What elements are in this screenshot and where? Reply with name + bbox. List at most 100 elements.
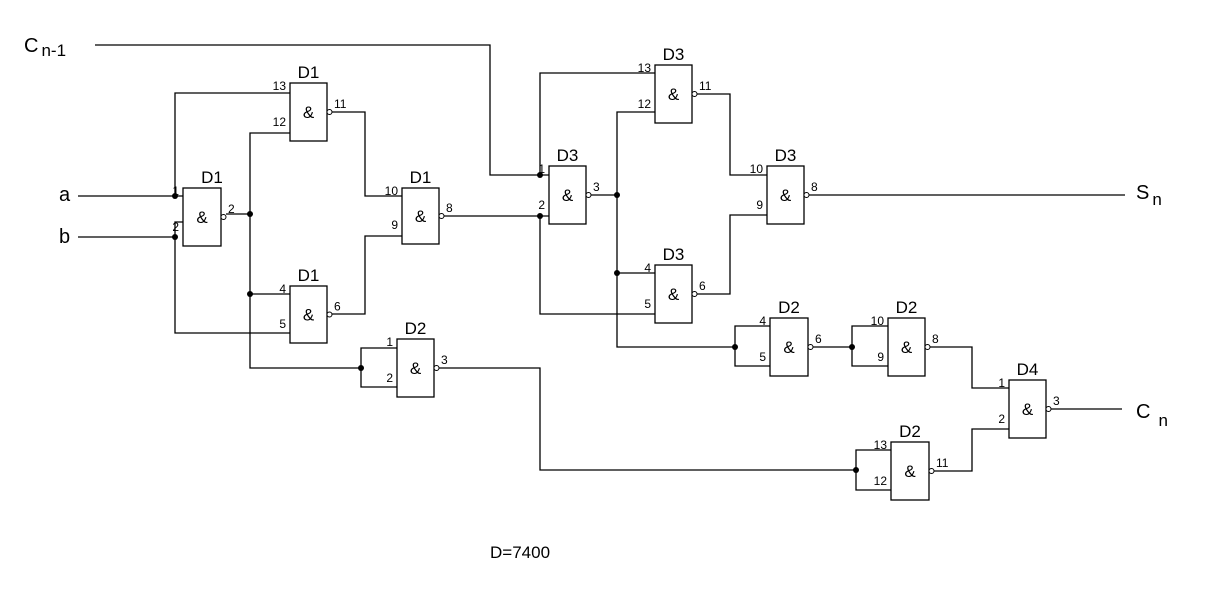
- gate-package-label: D3: [775, 146, 797, 165]
- gate-body: [401, 187, 440, 245]
- output-pin-label: 3: [1053, 394, 1060, 408]
- output-pin-label: 8: [932, 332, 939, 346]
- wire: [734, 347, 770, 367]
- input-pin-label: 10: [871, 314, 885, 328]
- wire: [249, 132, 290, 214]
- input-pin-label: 12: [638, 97, 652, 111]
- signal-b-label: b: [59, 226, 70, 248]
- gate-body: [769, 317, 809, 377]
- input-pin-label: 9: [877, 350, 884, 364]
- junction-dot: [247, 291, 253, 297]
- wire: [734, 325, 770, 347]
- gate-package-label: D1: [410, 168, 432, 187]
- gate-package-label: D3: [663, 45, 685, 64]
- input-pin-label: 5: [759, 350, 766, 364]
- gate-package-label: D4: [1017, 360, 1039, 379]
- gate-body: [289, 285, 328, 344]
- gate-package-label: D1: [298, 266, 320, 285]
- junction-dot: [358, 365, 364, 371]
- input-pin-label: 2: [538, 198, 545, 212]
- gate-package-label: D2: [778, 298, 800, 317]
- output-pin-label: 11: [699, 79, 712, 93]
- input-pin-label: 12: [874, 474, 888, 488]
- wire: [616, 273, 735, 348]
- inversion-bubble-icon: [928, 468, 935, 474]
- output-pin-label: 2: [228, 202, 235, 216]
- wire: [851, 347, 888, 367]
- wire: [539, 216, 655, 315]
- wire: [697, 93, 767, 176]
- input-pin-label: 2: [172, 220, 179, 234]
- gate-symbol: &: [1022, 400, 1034, 419]
- junction-dot: [537, 213, 543, 219]
- gate-symbol: &: [410, 359, 422, 378]
- junction-dot: [172, 193, 178, 199]
- wire: [95, 44, 549, 176]
- output-pin-label: 6: [815, 332, 822, 346]
- gate-symbol: &: [780, 186, 792, 205]
- gate-symbol: &: [668, 285, 680, 304]
- wire: [360, 347, 397, 368]
- gate-symbol: &: [562, 186, 574, 205]
- package-note: D=7400: [490, 543, 550, 562]
- wire: [174, 237, 290, 334]
- gate-body: [548, 165, 587, 225]
- inversion-bubble-icon: [433, 365, 440, 371]
- wire: [851, 325, 888, 347]
- input-pin-label: 2: [998, 412, 1005, 426]
- output-pin-label: 3: [441, 353, 448, 367]
- input-pin-label: 9: [756, 198, 763, 212]
- output-pin-label: 3: [593, 180, 600, 194]
- junctions: [172, 172, 859, 473]
- wire: [332, 235, 402, 315]
- input-pin-label: 5: [279, 317, 286, 331]
- input-pin-label: 13: [874, 438, 888, 452]
- input-pin-label: 5: [644, 297, 651, 311]
- junction-dot: [247, 211, 253, 217]
- inversion-bubble-icon: [691, 291, 698, 297]
- gate-package-label: D1: [298, 63, 320, 82]
- wire: [332, 111, 402, 197]
- input-pin-label: 4: [279, 282, 286, 296]
- junction-dot: [849, 344, 855, 350]
- inversion-bubble-icon: [585, 192, 592, 198]
- input-pin-label: 1: [386, 335, 393, 349]
- wires: [78, 44, 1125, 491]
- output-pin-label: 8: [811, 180, 818, 194]
- output-pin-label: 6: [699, 279, 706, 293]
- junction-dot: [614, 192, 620, 198]
- wire: [174, 92, 290, 196]
- input-pin-label: 1: [538, 162, 545, 176]
- junction-dot: [853, 467, 859, 473]
- gate-symbol: &: [668, 85, 680, 104]
- input-pin-label: 9: [391, 218, 398, 232]
- gate-package-label: D2: [405, 319, 427, 338]
- gate-symbol: &: [901, 338, 913, 357]
- wire: [78, 221, 183, 238]
- input-pin-label: 13: [273, 79, 287, 93]
- gate-symbol: &: [904, 462, 916, 481]
- inversion-bubble-icon: [220, 214, 227, 220]
- inversion-bubble-icon: [326, 311, 333, 318]
- wire: [360, 368, 397, 388]
- inversion-bubble-icon: [1045, 406, 1052, 412]
- junction-dot: [537, 172, 543, 178]
- signal-a-label: a: [59, 184, 71, 206]
- output-pin-label: 11: [334, 97, 347, 111]
- wire: [616, 111, 655, 195]
- output-pin-label: 8: [446, 201, 453, 215]
- wire: [697, 214, 767, 295]
